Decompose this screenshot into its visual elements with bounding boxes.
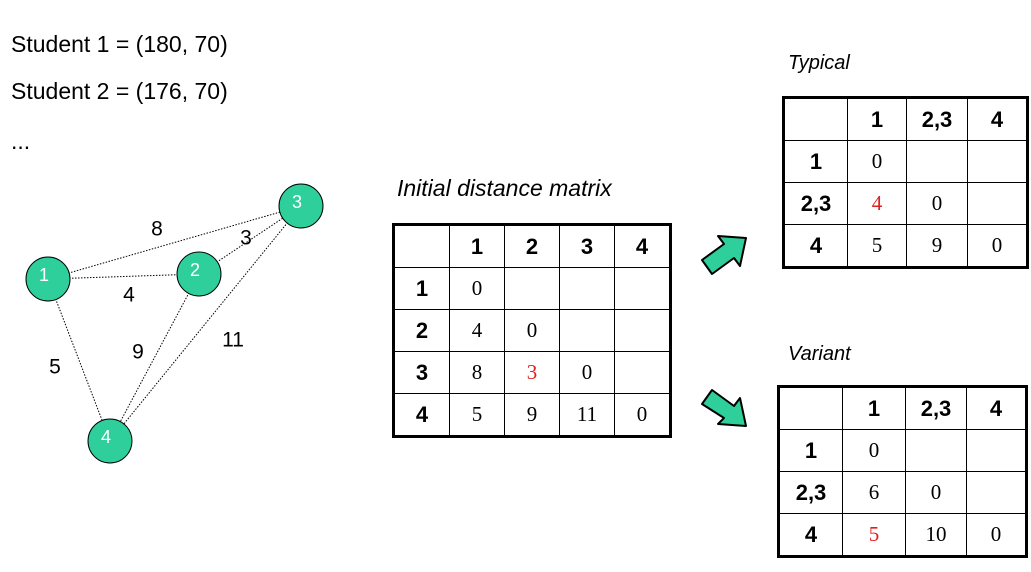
variant-corner-cell xyxy=(778,386,843,430)
initial-cell: 0 xyxy=(614,393,671,437)
initial-cell: 3 xyxy=(504,351,560,394)
distance-graph: 8 3 4 5 9 11 1 2 3 4 xyxy=(25,183,324,464)
typical-cell: 9 xyxy=(906,224,968,268)
graph-edge-label-3-4: 11 xyxy=(222,329,244,352)
typical-col-header: 4 xyxy=(967,97,1028,141)
typical-col-header: 2,3 xyxy=(906,97,968,141)
variant-cell: 6 xyxy=(842,471,906,514)
variant-cell: 0 xyxy=(966,513,1027,557)
variant-cell xyxy=(966,429,1027,472)
variant-row-header: 2,3 xyxy=(778,471,843,514)
variant-caption: Variant xyxy=(788,343,851,365)
typical-caption: Typical xyxy=(788,52,850,74)
initial-row-header: 3 xyxy=(393,351,450,394)
graph-node-4 xyxy=(87,418,133,464)
initial-col-header: 2 xyxy=(504,224,560,268)
initial-col-header: 1 xyxy=(449,224,505,268)
graph-edge-1-4 xyxy=(47,278,111,442)
initial-matrix-caption: Initial distance matrix xyxy=(397,175,612,201)
graph-node-3 xyxy=(278,183,324,229)
initial-corner-cell xyxy=(393,224,450,268)
graph-edge-label-2-3: 3 xyxy=(240,227,252,250)
typical-corner-cell xyxy=(783,97,848,141)
variant-cell: 0 xyxy=(905,471,967,514)
initial-col-header: 3 xyxy=(559,224,615,268)
typical-row-header: 2,3 xyxy=(783,182,848,225)
typical-cell xyxy=(967,140,1028,183)
initial-cell xyxy=(559,309,615,352)
initial-cell xyxy=(559,267,615,310)
initial-cell xyxy=(614,351,671,394)
variant-row-header: 1 xyxy=(778,429,843,472)
initial-cell: 9 xyxy=(504,393,560,437)
arrow-to-variant-icon xyxy=(701,389,747,427)
variant-col-header: 4 xyxy=(966,386,1027,430)
initial-row-header: 2 xyxy=(393,309,450,352)
graph-node-label-3: 3 xyxy=(292,192,302,212)
variant-cell xyxy=(966,471,1027,514)
variant-cell: 0 xyxy=(842,429,906,472)
typical-col-header: 1 xyxy=(847,97,907,141)
typical-cell: 0 xyxy=(906,182,968,225)
typical-cell: 0 xyxy=(847,140,907,183)
graph-edge-1-2 xyxy=(47,273,200,280)
initial-cell: 8 xyxy=(449,351,505,394)
graph-edge-label-1-2: 4 xyxy=(123,284,135,307)
graph-node-label-4: 4 xyxy=(101,427,111,447)
typical-cell xyxy=(967,182,1028,225)
graph-edge-label-1-3: 8 xyxy=(151,218,163,241)
variant-col-header: 1 xyxy=(842,386,906,430)
variant-cell: 5 xyxy=(842,513,906,557)
typical-cell xyxy=(906,140,968,183)
initial-cell xyxy=(614,267,671,310)
initial-col-header: 4 xyxy=(614,224,671,268)
student-2-text: Student 2 = (176, 70) xyxy=(11,78,228,104)
graph-edge-label-2-4: 9 xyxy=(132,341,144,364)
initial-cell: 4 xyxy=(449,309,505,352)
variant-cell: 10 xyxy=(905,513,967,557)
initial-cell: 0 xyxy=(449,267,505,310)
typical-row-header: 4 xyxy=(783,224,848,268)
graph-edge-label-1-4: 5 xyxy=(49,356,61,379)
arrow-to-typical-icon xyxy=(701,235,747,275)
graph-node-label-2: 2 xyxy=(190,260,200,280)
initial-row-header: 1 xyxy=(393,267,450,310)
variant-col-header: 2,3 xyxy=(905,386,967,430)
variant-cell xyxy=(905,429,967,472)
typical-row-header: 1 xyxy=(783,140,848,183)
ellipsis-text: ... xyxy=(11,128,31,154)
graph-node-label-1: 1 xyxy=(39,265,49,285)
initial-cell: 5 xyxy=(449,393,505,437)
initial-cell: 0 xyxy=(504,309,560,352)
graph-edge-1-3 xyxy=(47,205,302,280)
initial-cell: 11 xyxy=(559,393,615,437)
initial-cell xyxy=(504,267,560,310)
initial-cell xyxy=(614,309,671,352)
student-1-text: Student 1 = (180, 70) xyxy=(11,31,228,57)
variant-row-header: 4 xyxy=(778,513,843,557)
typical-cell: 5 xyxy=(847,224,907,268)
initial-cell: 0 xyxy=(559,351,615,394)
graph-node-2 xyxy=(176,251,222,297)
typical-cell: 0 xyxy=(967,224,1028,268)
graph-edge-3-4 xyxy=(109,205,302,442)
typical-cell: 4 xyxy=(847,182,907,225)
initial-row-header: 4 xyxy=(393,393,450,437)
graph-node-1 xyxy=(25,256,71,302)
